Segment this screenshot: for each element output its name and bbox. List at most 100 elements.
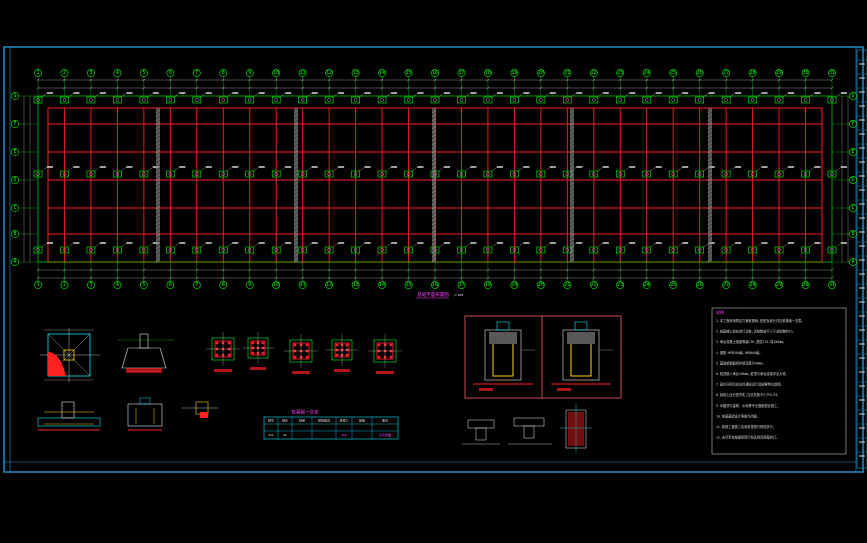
foundation-plan: 1122334455667788991010111112121313141415… [11,69,857,299]
pile-circle [565,248,570,252]
joint-hatch [293,169,299,174]
cap-tag [655,166,662,168]
joint-hatch [431,109,437,114]
joint-hatch [569,169,575,174]
pile-cap [721,96,731,104]
pile-circle [459,98,464,102]
pile-circle [750,248,755,252]
joint-hatch [155,221,161,226]
joint-hatch [155,209,161,214]
dimension-tick [671,268,675,272]
pile-circle [274,98,278,102]
joint-hatch [569,161,575,166]
joint-hatch [707,189,713,194]
pile-circle [89,248,93,252]
joint-hatch [569,193,575,198]
cap-leader [677,166,683,172]
row-axis-label-right: E [851,149,854,155]
joint-hatch [431,193,437,198]
cap-leader [544,242,550,248]
joint-hatch [431,245,437,250]
pile-cap [457,170,466,178]
pile-circle [803,172,808,176]
joint-hatch [707,221,713,226]
dimension-tick [460,268,463,272]
column-axis-label: 1 [36,70,39,76]
pile-circle [565,172,570,176]
dimension-tick [830,78,834,82]
pile-circle [195,172,199,176]
column-axis-bubble [404,281,413,289]
column-axis-label: 19 [511,282,517,288]
cap-tag [47,92,53,94]
cap-leader [703,92,709,98]
pile-caps [33,92,847,254]
cap-tag [496,242,503,244]
dimension-tick [380,86,384,90]
pile-cap [457,96,466,104]
dimension-tick [142,276,146,280]
pile-circle [142,172,146,176]
cap-leader [465,242,471,248]
column-axis-label: 21 [564,70,570,76]
dimension-tick [645,86,649,90]
pile-circle [89,98,93,102]
cap-leader [544,92,550,98]
column-axis-bubble [801,69,810,77]
cap-leader [624,166,630,172]
column-axis-bubble [87,281,95,289]
column-axis-label: 13 [353,282,359,288]
dimension-tick [248,268,252,272]
cap-leader [41,166,48,172]
cap-leader [306,166,312,172]
column-axis-bubble [801,281,810,289]
cap-tag [708,92,715,94]
note-line: 11.桩基工程施工及验收按现行规范执行。 [716,424,776,429]
joint-hatch [569,237,575,242]
pile-circle [512,172,517,176]
pile-table-header-cell: 备注 [382,418,388,423]
column-axis-bubble [272,281,281,289]
expansion-joint-band [432,108,436,262]
pile-circle [459,172,464,176]
cap-tag [549,92,556,94]
joint-hatch [569,177,575,182]
pile-circle [380,248,384,252]
dimension-tick [539,268,543,272]
column-axis-label: 16 [432,282,438,288]
cap-leader [280,92,286,98]
joint-hatch [155,257,161,262]
pile-circle [406,172,411,176]
pile-circle [724,98,728,102]
cap-tag [655,242,662,244]
pile-cap [589,96,599,104]
joint-hatch [569,129,575,134]
pile-cap [589,170,599,178]
pile-circle [248,172,252,176]
joint-hatch [707,225,713,230]
detail-label-bar [557,388,571,391]
pile-cap [271,170,281,178]
pile-table-cell: ZJ1 [268,433,274,437]
cap-tag [629,92,636,94]
cap-leader [280,242,286,248]
dimension-tick [195,268,199,272]
title-block-text-mark [859,259,865,261]
pile-circle [459,248,464,252]
cap-leader [597,92,603,98]
pile-cap [192,246,202,254]
cap-tag [788,92,795,94]
pile-cap [324,170,334,178]
joint-hatch [707,149,713,154]
row-axis-label-right: B [851,231,854,237]
joint-hatch [293,149,299,154]
dimension-tick [751,276,754,280]
joint-hatch [569,165,575,170]
dimension-tick [36,276,40,280]
column-axis-label: 23 [617,282,623,288]
column-axis-bubble [60,69,69,77]
pile-cap [536,246,546,254]
cap-tag [47,166,53,168]
